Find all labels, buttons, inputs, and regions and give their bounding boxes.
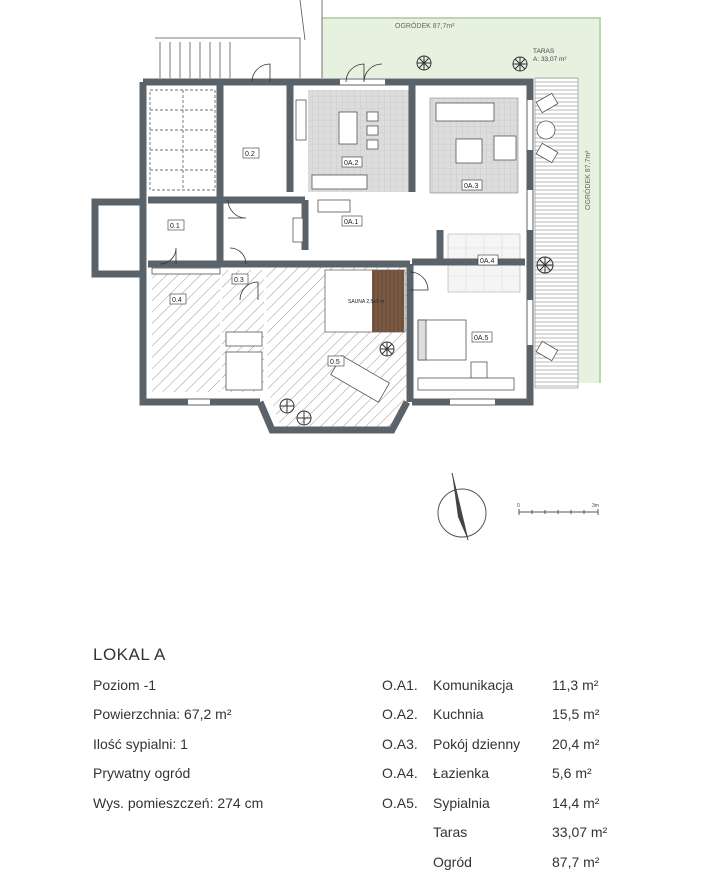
garden-side-label: OGRÓDEK 87,7m² [583, 150, 592, 210]
internal-stairs [149, 89, 216, 191]
room-code: O.A4. [382, 765, 418, 781]
external-stairs [155, 0, 323, 78]
room-name: Ogród [433, 854, 472, 870]
scale-start: 0 [517, 503, 520, 509]
room-code: O.A5. [382, 795, 418, 811]
terrace-label-line2: A: 33,07 m² [533, 56, 567, 63]
room-label-0-4: 0.4 [172, 297, 182, 304]
room-area: 11,3 m² [552, 677, 599, 693]
room-0-4-floor [152, 270, 220, 392]
furniture [151, 92, 559, 403]
room-label-0-5: 0.5 [330, 359, 340, 366]
room-area: 14,4 m² [552, 795, 600, 811]
room-area: 20,4 m² [552, 736, 600, 752]
room-label-0-1: 0.1 [170, 223, 180, 230]
scale-bar [518, 509, 599, 515]
windows [188, 79, 533, 405]
terrace-label: TARAS A: 33,07 m² [533, 48, 567, 63]
spec-height: Wys. pomieszczeń: 274 cm [93, 795, 264, 811]
room-label-0a-3: 0A.3 [464, 183, 479, 190]
room-area: 87,7 m² [552, 854, 600, 870]
room-code: O.A1. [382, 677, 418, 693]
room-area: 5,6 m² [552, 765, 592, 781]
room-name: Taras [433, 824, 468, 840]
room-name: Kuchnia [433, 706, 484, 722]
unit-info-panel: LOKAL A Poziom -1 Powierzchnia: 67,2 m² … [0, 630, 707, 892]
door-swings [159, 63, 429, 301]
floor-plan: OGRÓDEK 87,7m² TARAS A: 33,07 m² OGRÓDEK… [91, 0, 601, 541]
room-name: Łazienka [433, 765, 490, 781]
compass-icon [437, 472, 487, 541]
room-name: Komunikacja [433, 677, 514, 693]
terrace-label-line1: TARAS [533, 48, 555, 55]
room-label-0a-1: 0A.1 [344, 219, 359, 226]
plant-icons [279, 55, 554, 426]
room-label-0a-5: 0A.5 [474, 335, 489, 342]
unit-title: LOKAL A [93, 645, 166, 664]
room-labels: 0.2 0.1 0.3 0.4 0.5 0A.2 0A.1 0A.3 0A.4 … [167, 147, 499, 367]
spec-level: Poziom -1 [93, 677, 157, 693]
room-label-0-3: 0.3 [234, 277, 244, 284]
spec-garden: Prywatny ogród [93, 765, 191, 781]
room-name: Sypialnia [433, 795, 490, 811]
spec-bedrooms: Ilość sypialni: 1 [93, 736, 188, 752]
room-label-0-2: 0.2 [245, 151, 255, 158]
scale-end: 3m [592, 503, 599, 509]
annex-wall [91, 198, 147, 278]
spec-area: Powierzchnia: 67,2 m² [93, 706, 232, 722]
room-area: 15,5 m² [552, 706, 600, 722]
walls [139, 78, 534, 434]
garden-top-label: OGRÓDEK 87,7m² [395, 21, 455, 30]
sauna-bench [372, 270, 404, 332]
room-label-0a-4: 0A.4 [480, 258, 495, 265]
room-label-0a-2: 0A.2 [344, 160, 359, 167]
room-code: O.A2. [382, 706, 418, 722]
sauna-label: SAUNA 2,5x1 m [348, 299, 384, 305]
room-area: 33,07 m² [552, 824, 608, 840]
room-code: O.A3. [382, 736, 418, 752]
room-name: Pokój dzienny [433, 736, 521, 752]
